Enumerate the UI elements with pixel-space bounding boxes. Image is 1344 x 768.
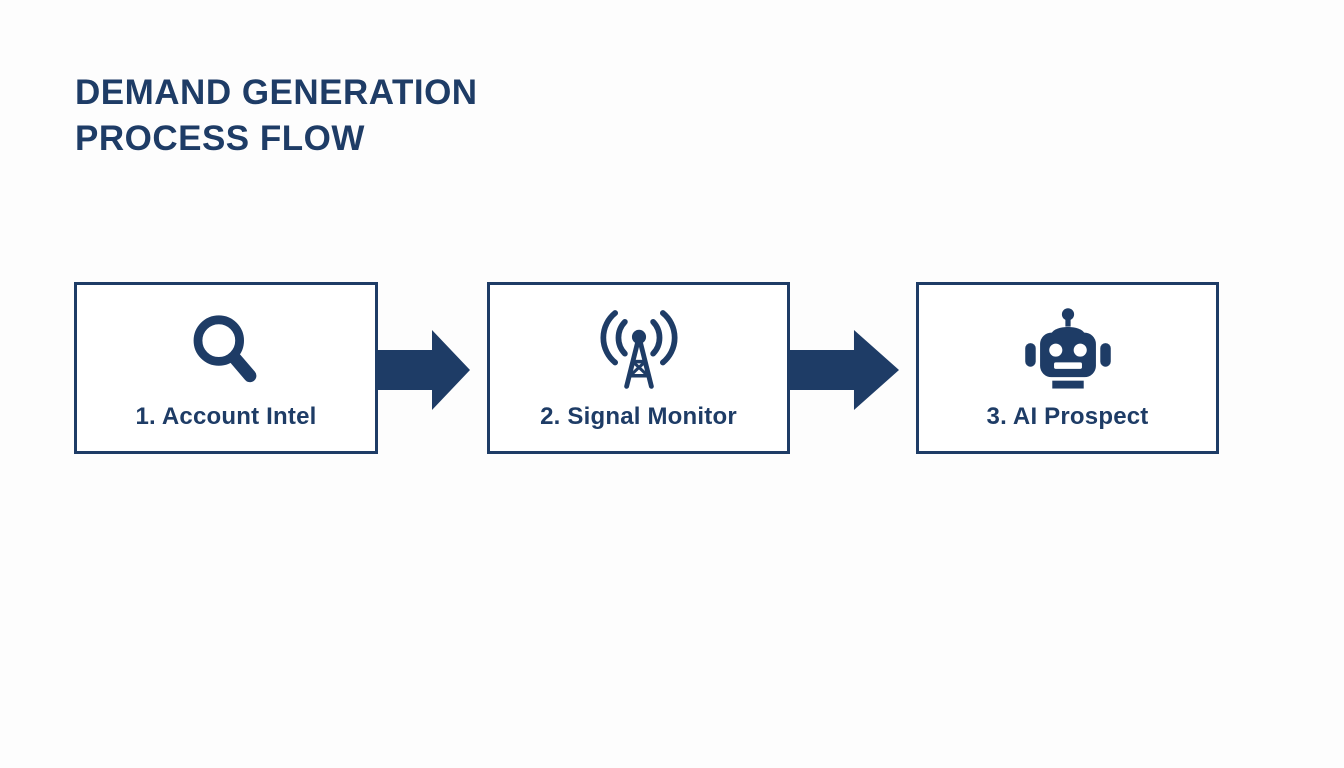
arrow-right-icon [378, 330, 470, 410]
flow-step-signal-monitor: 2. Signal Monitor [487, 282, 790, 454]
signal-tower-icon [586, 305, 692, 397]
flow-step-label: 3. AI Prospect [986, 403, 1149, 430]
search-icon [186, 305, 266, 397]
flow-step-ai-prospect: 3. AI Prospect [916, 282, 1219, 454]
arrow-right-icon [790, 330, 899, 410]
page-title: DEMAND GENERATION PROCESS FLOW [75, 70, 478, 162]
flow-step-account-intel: 1. Account Intel [74, 282, 378, 454]
page-title-line2: PROCESS FLOW [75, 119, 365, 158]
robot-icon [1020, 305, 1116, 397]
flow-step-label: 2. Signal Monitor [540, 403, 737, 430]
page-title-line1: DEMAND GENERATION [75, 73, 478, 112]
flow-step-label: 1. Account Intel [135, 403, 317, 430]
